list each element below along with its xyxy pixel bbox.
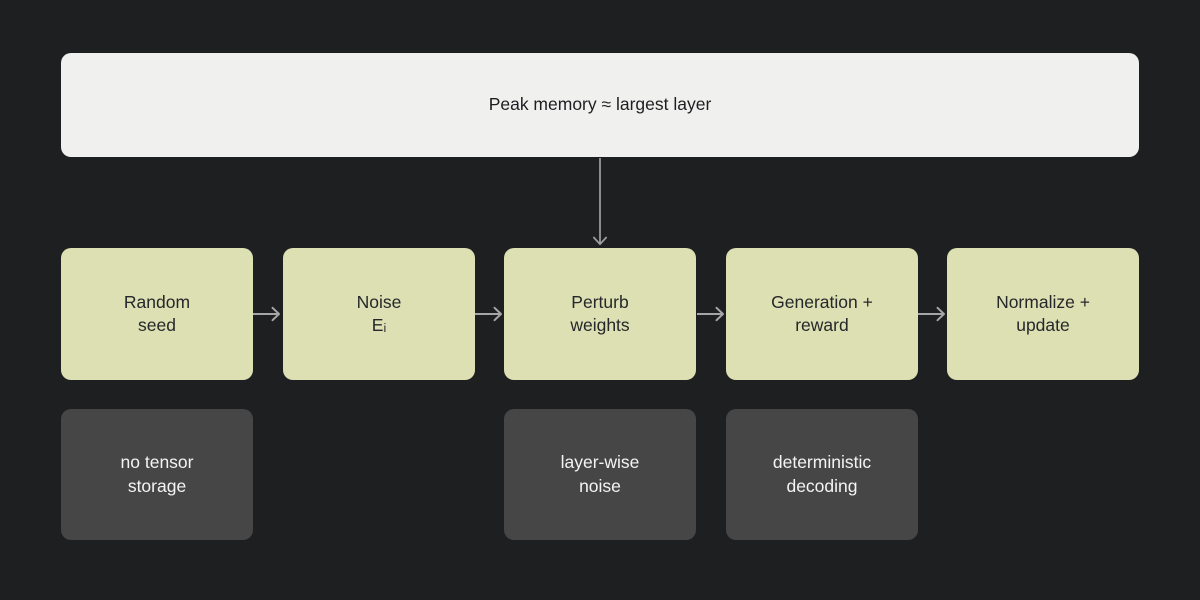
peak-memory-banner-label: Peak memory ≈ largest layer: [488, 94, 712, 115]
stage-label: Normalize + update: [996, 291, 1090, 335]
note-label: deterministic decoding: [772, 452, 872, 496]
stage-label: Generation + reward: [771, 291, 873, 335]
stage-random-seed: Random seed: [61, 248, 253, 380]
arrow-right-icon: [252, 302, 282, 326]
peak-memory-banner: Peak memory ≈ largest layer: [61, 53, 1139, 157]
stage-label: Noise Eᵢ: [356, 291, 402, 335]
arrow-right-icon: [696, 302, 726, 326]
note-label: layer-wise noise: [560, 452, 640, 496]
stage-generation-reward: Generation + reward: [726, 248, 918, 380]
note-layer-wise-noise: layer-wise noise: [504, 409, 696, 540]
note-deterministic-decoding: deterministic decoding: [726, 409, 918, 540]
stage-normalize-update: Normalize + update: [947, 248, 1139, 380]
stage-perturb-weights: Perturb weights: [504, 248, 696, 380]
arrow-right-icon: [917, 302, 947, 326]
stage-label: Random seed: [123, 291, 191, 335]
arrow-right-icon: [474, 302, 504, 326]
note-label: no tensor storage: [120, 452, 194, 496]
stage-label: Perturb weights: [570, 291, 630, 335]
stage-noise: Noise Eᵢ: [283, 248, 475, 380]
note-no-tensor-storage: no tensor storage: [61, 409, 253, 540]
arrow-down-icon: [588, 157, 612, 248]
